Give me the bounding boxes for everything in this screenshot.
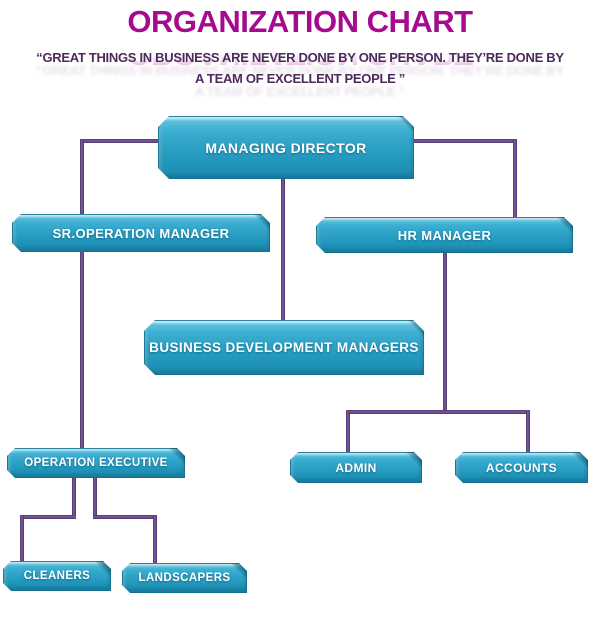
node-label: MANAGING DIRECTOR [205,139,367,156]
node-landscapers: LANDSCAPERS [122,563,247,593]
node-cleaners: CLEANERS [3,561,111,591]
node-sr-operation-manager: SR.OPERATION MANAGER [12,214,270,252]
node-label: OPERATION EXECUTIVE [24,457,168,469]
quote-line-2: A TEAM OF EXCELLENT PEOPLE ” [195,71,405,86]
node-managing-director: MANAGING DIRECTOR [158,116,414,179]
connector-hr-split-horizontal [346,410,530,414]
page-title: ORGANIZATION CHART [127,4,473,39]
node-accounts: ACCOUNTS [455,452,588,483]
connector-cleaners-horizontal [20,515,76,519]
node-label: ADMIN [335,460,377,475]
connector-admin-drop [346,410,350,455]
node-label: ACCOUNTS [485,460,558,475]
connector-cleaners-drop [20,515,24,564]
connector-opexec-right-drop [93,476,97,518]
node-hr-manager: HR MANAGER [316,217,573,253]
connector-md-left-horizontal [80,139,162,143]
connector-md-hr-vertical [513,139,517,221]
node-business-development-managers: BUSINESS DEVELOPMENT MANAGERS [144,320,424,375]
node-admin: ADMIN [290,452,422,483]
connector-landscapers-drop [153,515,157,566]
connector-hr-down-vertical [443,250,447,413]
quote-line-1: “GREAT THINGS IN BUSINESS ARE NEVER DONE… [36,50,564,65]
connector-md-srop-opexec-vertical [80,139,84,450]
node-label: SR.OPERATION MANAGER [52,225,230,241]
connector-md-right-horizontal [411,139,517,143]
quote: “GREAT THINGS IN BUSINESS ARE NEVER DONE… [0,47,600,89]
node-label: BUSINESS DEVELOPMENT MANAGERS [149,340,419,355]
connector-landscapers-horizontal [93,515,157,519]
connector-opexec-left-drop [72,476,76,518]
connector-md-bdm-vertical [281,176,285,322]
node-label: HR MANAGER [397,227,492,243]
node-label: CLEANERS [23,570,91,582]
node-operation-executive: OPERATION EXECUTIVE [7,448,185,478]
node-label: LANDSCAPERS [138,572,231,584]
connector-accounts-drop [526,410,530,455]
